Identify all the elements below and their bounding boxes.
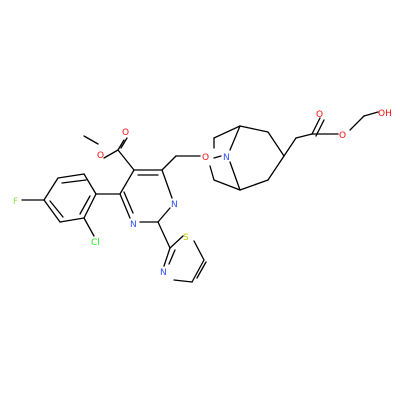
carbonyl-oxygen-label: O [122,128,129,138]
pyrimidine-nitrogen-right-label: N [171,200,178,210]
ester-bond [103,149,119,159]
bridge-nitrogen-label: N [223,153,230,163]
ring-oxygen-label: O [202,153,209,163]
pyrimidine-nitrogen-left-label: N [130,220,137,230]
ester-oxygen-label: O [339,131,346,141]
atom-labels: O O F Cl N N S N O N O O OH [13,109,392,278]
thiazole-nitrogen-label: N [160,268,167,278]
ester-carbonyl-oxygen-label: O [316,110,323,120]
fluorine-label: F [13,197,18,207]
methoxy-oxygen-label: O [97,151,104,161]
chlorine-label: Cl [91,238,100,248]
bond-lines [21,111,379,283]
thiazole-sulfur-label: S [183,233,189,243]
hydroxyl-label: OH [378,109,392,119]
